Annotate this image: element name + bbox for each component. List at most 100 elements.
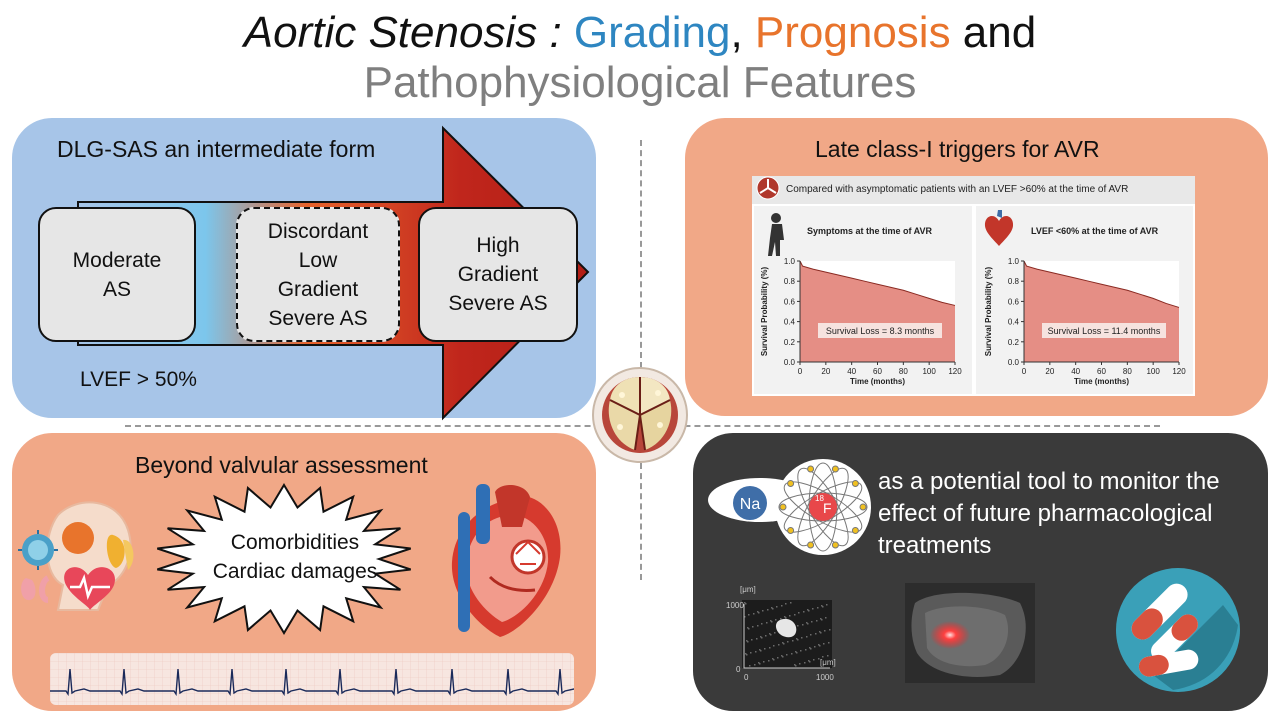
title-prognosis: Prognosis — [754, 8, 951, 57]
x-tick-label: 20 — [821, 367, 830, 376]
heart-icon — [984, 210, 1014, 246]
noise-dot — [813, 659, 815, 661]
x-tick-label: 80 — [1123, 367, 1132, 376]
pet-description: as a potential tool to monitor the effec… — [878, 468, 1220, 559]
noise-dot — [803, 611, 805, 613]
microscopy-image: [μm] 1000 0 0 1000 [μm] — [726, 585, 836, 682]
noise-dot — [756, 638, 758, 640]
noise-dot — [771, 621, 773, 623]
noise-dot — [749, 665, 751, 667]
title-and: and — [950, 8, 1037, 57]
noise-dot — [761, 623, 763, 625]
electron-dot — [851, 480, 859, 487]
noise-dot — [765, 635, 767, 637]
electron-dot — [807, 465, 815, 473]
cardiac-damages-label: Cardiac damages — [212, 560, 378, 583]
aortic-valve-icon — [756, 176, 780, 200]
noise-dot — [786, 654, 788, 656]
noise-dot — [760, 650, 762, 652]
title-comma: , — [730, 8, 755, 57]
noise-dot — [760, 636, 762, 638]
noise-dot — [790, 602, 792, 604]
noise-dot — [806, 636, 808, 638]
noise-dot — [795, 665, 797, 667]
noise-dot — [747, 627, 749, 629]
noise-dot — [748, 614, 750, 616]
vertical-divider — [640, 140, 642, 580]
axis-tick-right: 1000 — [816, 673, 834, 682]
box-label: Discordant — [267, 219, 369, 243]
noise-dot — [792, 640, 794, 642]
noise-dot — [825, 617, 827, 619]
box-label: Moderate — [72, 248, 162, 272]
box-label: Low — [298, 248, 338, 272]
noise-dot — [785, 603, 787, 605]
noise-dot — [812, 608, 814, 610]
noise-dot — [820, 618, 822, 620]
noise-dot — [796, 652, 798, 654]
electron-dot — [807, 541, 815, 549]
noise-dot — [763, 661, 765, 663]
noise-dot — [759, 663, 761, 665]
noise-dot — [809, 647, 811, 649]
noise-dot — [746, 654, 748, 656]
noise-dot — [767, 609, 769, 611]
noise-dot — [808, 660, 810, 662]
y-tick-label: 0.8 — [784, 277, 796, 286]
noise-dot — [810, 648, 812, 650]
x-tick-label: 120 — [1172, 367, 1186, 376]
electron-dot — [831, 541, 839, 549]
x-tick-label: 100 — [1146, 367, 1160, 376]
figure-header-bar — [752, 176, 1195, 204]
noise-dot — [815, 633, 817, 635]
noise-dot — [781, 655, 783, 657]
noise-dot — [748, 628, 750, 630]
noise-dot — [758, 612, 760, 614]
comorbidities-label: Comorbidities — [230, 531, 360, 554]
patient-silhouette-icon — [768, 213, 784, 256]
electron-dot — [787, 480, 795, 487]
title-line-2: Pathophysiological Features — [363, 58, 917, 107]
noise-dot — [795, 651, 797, 653]
survival-figure: Compared with asymptomatic patients with… — [752, 176, 1195, 396]
noise-dot — [781, 605, 783, 607]
noise-dot — [753, 613, 755, 615]
x-axis-label: Time (months) — [850, 377, 905, 386]
y-tick-label: 0.8 — [1008, 277, 1020, 286]
noise-dot — [755, 651, 757, 653]
survival-loss-label: Survival Loss = 11.4 months — [1048, 326, 1161, 336]
box-label: Severe AS — [268, 306, 368, 330]
y-tick-label: 0.4 — [784, 318, 796, 327]
noise-dot — [774, 632, 776, 634]
noise-dot — [764, 648, 766, 650]
x-tick-label: 100 — [922, 367, 936, 376]
noise-dot — [780, 618, 782, 620]
axis-unit-right: [μm] — [820, 658, 836, 667]
noise-dot — [789, 615, 791, 617]
x-tick-label: 0 — [1022, 367, 1027, 376]
noise-dot — [807, 623, 809, 625]
noise-dot — [806, 622, 808, 624]
noise-dot — [821, 605, 823, 607]
pet-uptake-image — [905, 583, 1035, 683]
noise-dot — [775, 619, 777, 621]
noise-dot — [828, 642, 830, 644]
noise-dot — [796, 638, 798, 640]
title-line-1: Aortic Stenosis : Grading, Prognosis and — [0, 8, 1280, 58]
noise-dot — [769, 633, 771, 635]
noise-dot — [810, 634, 812, 636]
noise-dot — [822, 656, 824, 658]
box-label: Gradient — [277, 277, 359, 301]
box-label: Gradient — [457, 263, 539, 286]
x-axis-label: Time (months) — [1074, 377, 1129, 386]
noise-dot — [745, 653, 747, 655]
noise-dot — [805, 649, 807, 651]
noise-dot — [782, 656, 784, 658]
noise-dot — [772, 658, 774, 660]
noise-dot — [769, 647, 771, 649]
noise-dot — [757, 625, 759, 627]
electron-dot — [831, 465, 839, 473]
